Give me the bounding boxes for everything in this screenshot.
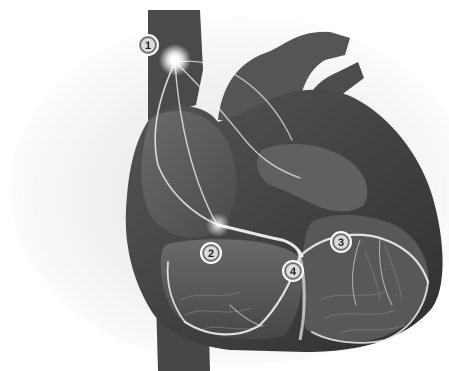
marker-3: 3 — [331, 232, 351, 252]
marker-2: 2 — [201, 243, 221, 263]
marker-3-label: 3 — [338, 237, 344, 249]
marker-1: 1 — [138, 35, 158, 55]
marker-4-label: 4 — [290, 266, 297, 278]
marker-2-label: 2 — [208, 248, 214, 260]
av-node-glow — [206, 213, 230, 237]
marker-1-label: 1 — [145, 40, 151, 52]
sa-node — [170, 55, 180, 65]
marker-4: 4 — [283, 261, 303, 281]
